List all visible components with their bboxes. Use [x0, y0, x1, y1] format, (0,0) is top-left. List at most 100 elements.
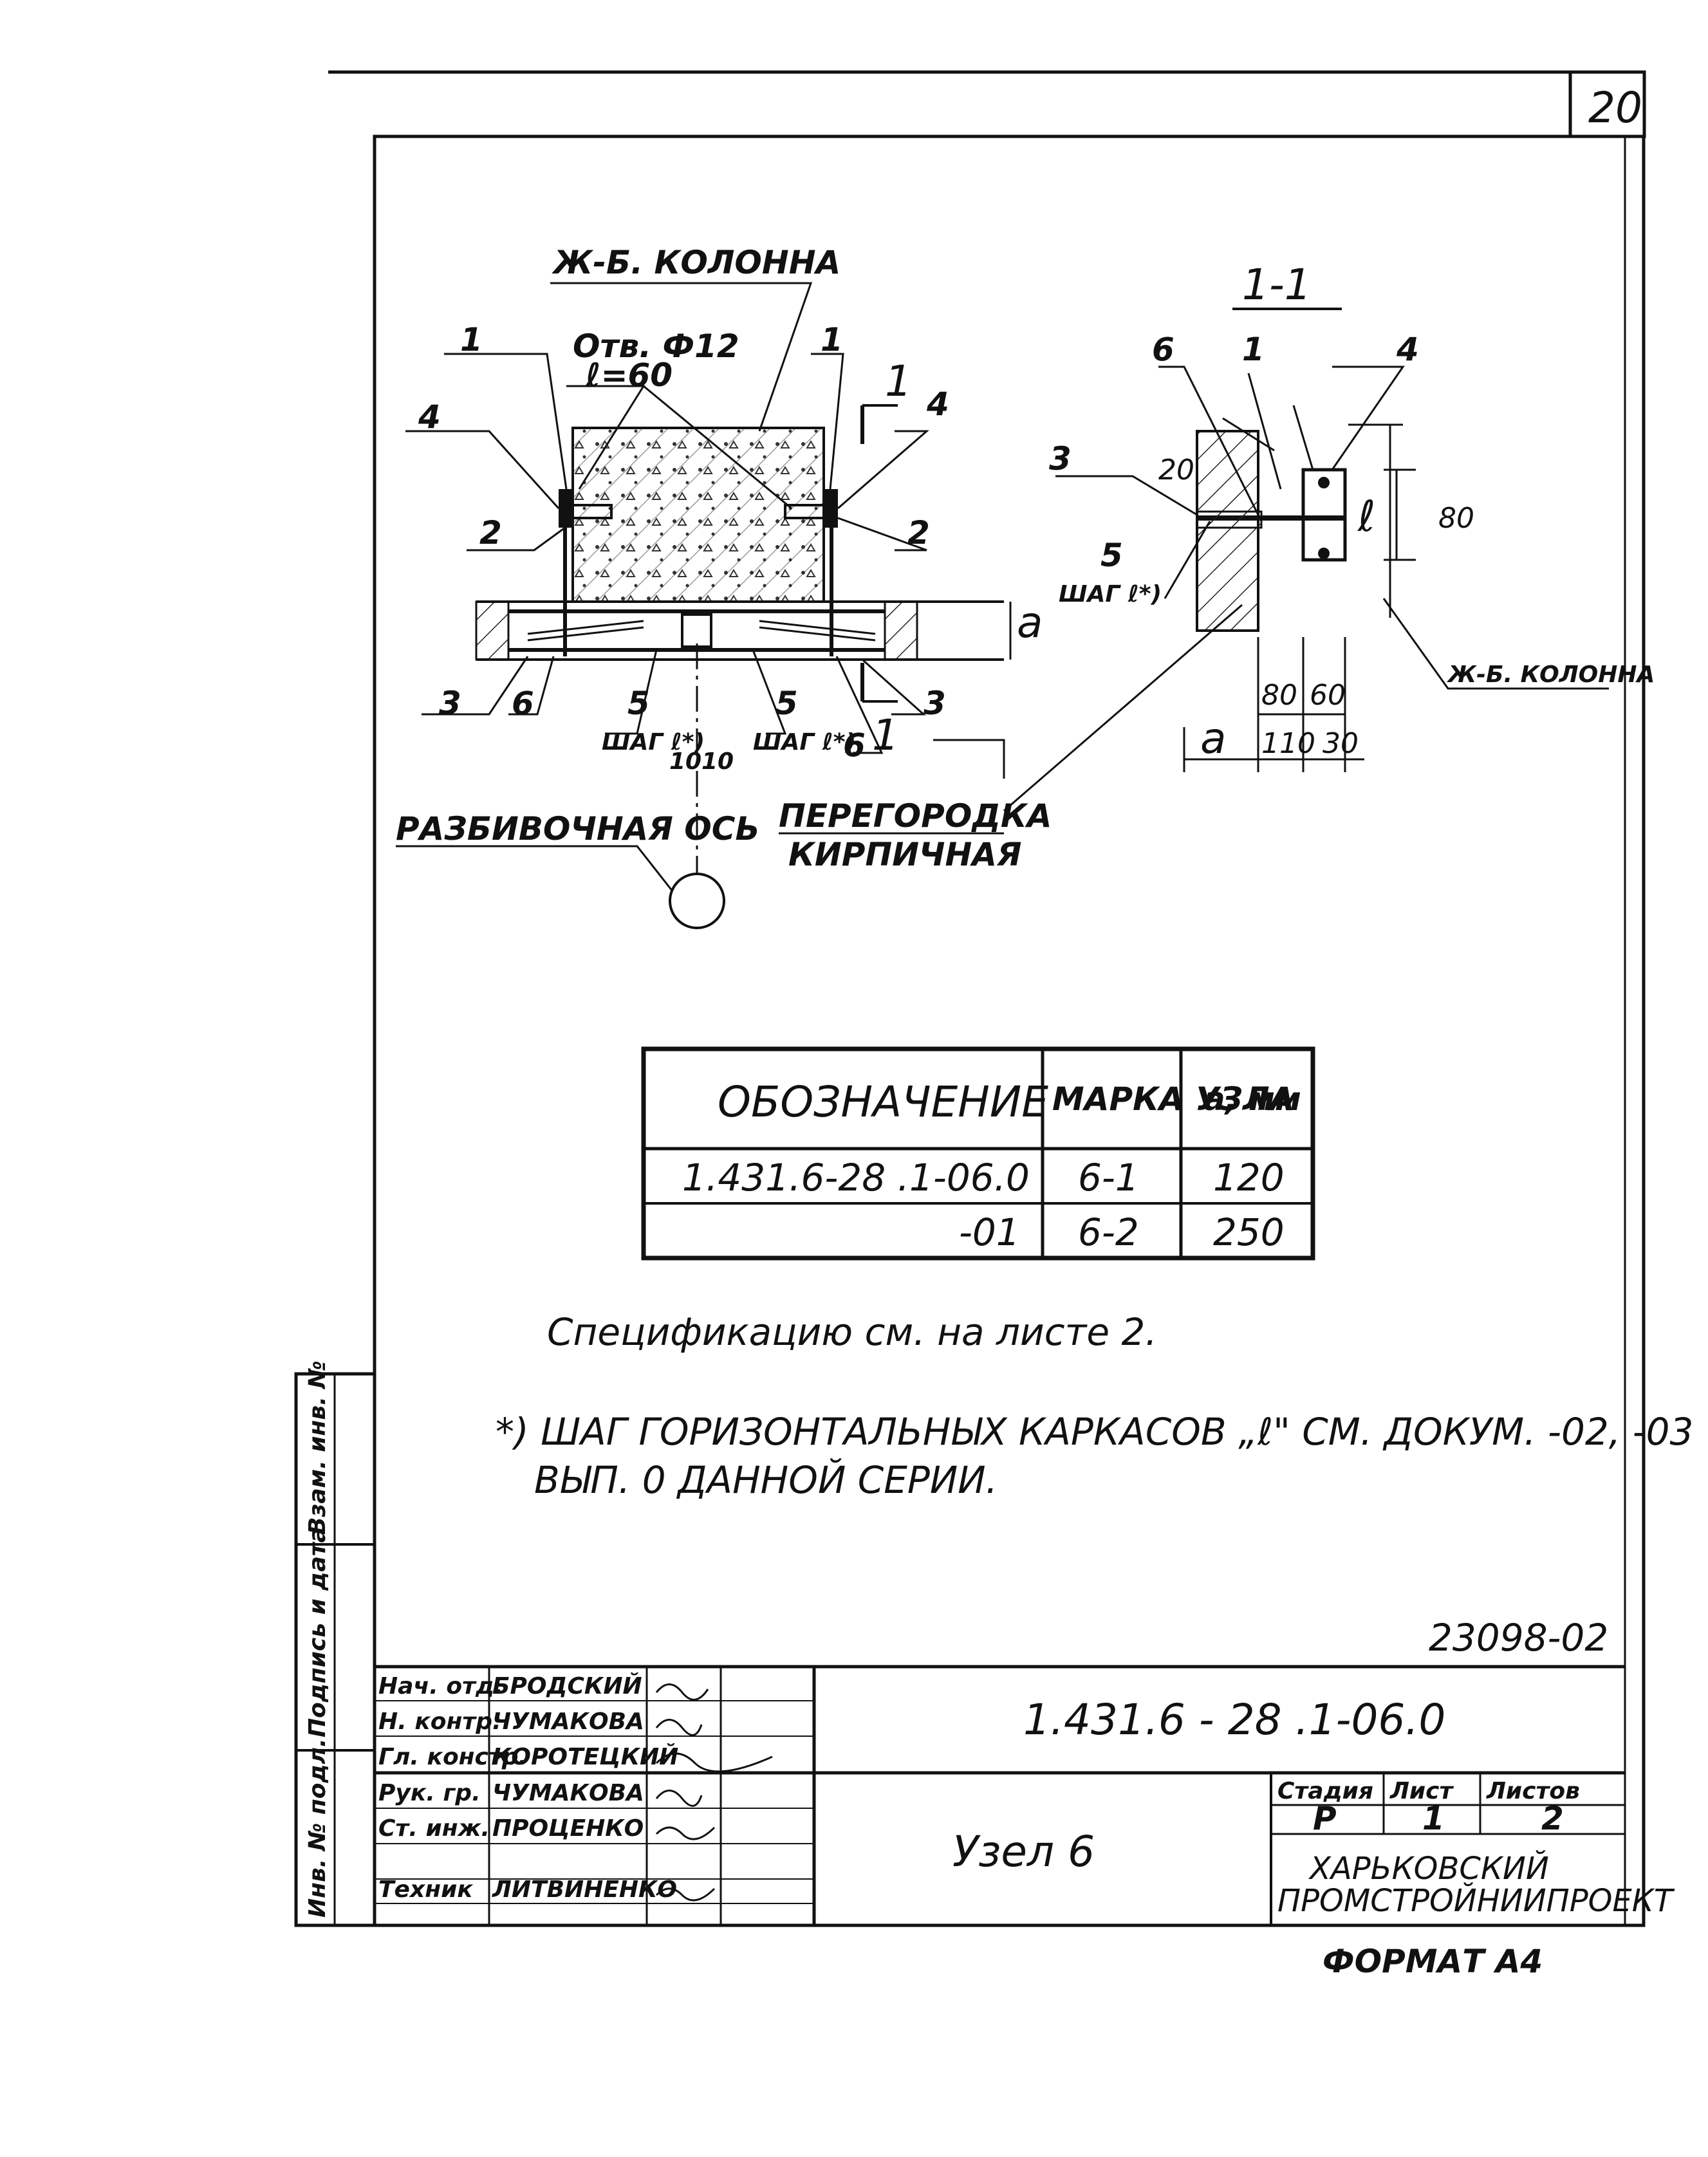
table-header-designation: ОБОЗНАЧЕНИЕ: [718, 1077, 1048, 1127]
pos-3-right: 3: [924, 685, 946, 722]
section-dims: [1055, 366, 1609, 772]
sheet-label: Лист: [1389, 1778, 1454, 1804]
section-mark-bottom: 1: [872, 710, 899, 760]
page-number: 20: [1588, 83, 1642, 133]
partition-line2: КИРПИЧНАЯ: [788, 836, 1022, 873]
sec-column-label: Ж-Б. КОЛОННА: [1446, 662, 1655, 688]
pos-5-right: 5: [775, 685, 798, 722]
axis-circle: [669, 873, 725, 929]
plan-view: [396, 282, 1243, 929]
section-title: 1-1: [1242, 260, 1312, 310]
pos-6-left: 6: [512, 685, 534, 722]
left-col-replace: Взам. инв. №: [304, 1360, 331, 1535]
left-col-sign: Подпись и дата: [304, 1527, 331, 1737]
staff-name-3: КОРОТЕЦКИЙ: [492, 1743, 678, 1770]
sec-pos-1: 1: [1242, 331, 1265, 368]
section-mesh: [1196, 510, 1263, 529]
sec-dim-l: ℓ: [1357, 492, 1375, 541]
section-plate: [1301, 468, 1347, 562]
partition-line1: ПЕРЕГОРОДКА: [779, 797, 1052, 835]
pos-1-right: 1: [821, 321, 843, 358]
spec-note: Спецификацию см. на листе 2.: [547, 1310, 1157, 1354]
section-mark-top: 1: [885, 356, 912, 406]
mesh-left: [527, 620, 876, 642]
pos-5-left: 5: [627, 685, 650, 722]
sec-pos-5: 5: [1100, 537, 1123, 574]
sec-dim-110: 110: [1261, 727, 1315, 760]
column-label: Ж-Б. КОЛОННА: [552, 244, 840, 281]
format-label: ФОРМАТ А4: [1323, 1943, 1543, 1980]
table-cell-a-1: 120: [1213, 1156, 1285, 1199]
table-cell-designation-2: -01: [959, 1210, 1020, 1254]
pos-3-left: 3: [439, 685, 461, 722]
title-block: [375, 1665, 1625, 1925]
node-title: Узел 6: [952, 1827, 1095, 1876]
dim-10-left: 10: [669, 748, 701, 775]
staff-name-5: ПРОЦЕНКО: [492, 1815, 644, 1842]
designation-table: [641, 1046, 1315, 1261]
stage-value: Р: [1313, 1800, 1337, 1837]
staff-role-1: Нач. отд.: [378, 1673, 503, 1699]
sec-dim-a: a: [1200, 714, 1226, 763]
org-line1: ХАРЬКОВСКИЙ: [1308, 1850, 1549, 1887]
staff-role-5: Ст. инж.: [378, 1815, 490, 1842]
sec-dim-80: 80: [1261, 679, 1297, 712]
sheet-value: 1: [1422, 1800, 1445, 1837]
staff-role-3: Гл. констр.: [378, 1744, 527, 1770]
sec-pitch: ШАГ ℓ*): [1059, 581, 1162, 607]
dim-a-plan: a: [1017, 598, 1043, 647]
table-cell-mark-2: 6-2: [1078, 1210, 1139, 1254]
anchor-right: [784, 504, 825, 519]
wall-left-hatch: [475, 600, 510, 661]
staff-role-2: Н. контр.: [378, 1708, 501, 1735]
staff-name-4: ЧУМАКОВА: [492, 1780, 644, 1806]
footnote-line2: ВЫП. 0 ДАННОЙ СЕРИИ.: [534, 1458, 998, 1502]
stage-label: Стадия: [1277, 1778, 1373, 1804]
leaders-plan: [405, 282, 1243, 812]
bolt-bottom: [1318, 548, 1330, 559]
sheets-label: Листов: [1486, 1778, 1580, 1804]
pos-2-right: 2: [907, 514, 930, 551]
sec-pos-3: 3: [1049, 440, 1072, 477]
pos-2-left: 2: [479, 514, 502, 551]
sheets-value: 2: [1541, 1800, 1564, 1837]
section-view: [1055, 308, 1609, 772]
pos-4-right: 4: [926, 385, 949, 423]
staff-role-4: Рук. гр.: [378, 1780, 481, 1806]
pos-6-right: 6: [843, 727, 866, 764]
sec-pos-4: 4: [1396, 331, 1419, 368]
center-bar: [681, 613, 712, 648]
left-stamp-column: [294, 1372, 376, 1927]
wall-right-hatch: [884, 600, 918, 661]
plate-right: [824, 489, 838, 528]
left-col-inv: Инв. № подл.: [304, 1738, 331, 1918]
sec-dim-60: 60: [1310, 679, 1346, 712]
document-designation: 1.431.6 - 28 .1-06.0: [1023, 1695, 1445, 1745]
table-cell-a-2: 250: [1213, 1210, 1285, 1254]
signatures: [655, 1683, 773, 1902]
axis-leader: [396, 845, 674, 892]
section-wall: [1196, 430, 1259, 632]
table-cell-mark-1: 6-1: [1078, 1156, 1139, 1199]
drawing-frame: [373, 134, 1646, 1927]
staff-name-2: ЧУМАКОВА: [492, 1708, 644, 1735]
bolt-top: [1318, 477, 1330, 488]
column-hatch: [573, 428, 824, 602]
table-header-mark: МАРКА УЗЛА: [1052, 1080, 1294, 1118]
pitch-left: ШАГ ℓ*): [602, 729, 705, 755]
sec-dim-80-vert: 80: [1438, 502, 1474, 535]
pos-1-left: 1: [460, 321, 483, 358]
footnote-line1: *) ШАГ ГОРИЗОНТАЛЬНЫХ КАРКАСОВ „ℓ" СМ. Д…: [496, 1410, 1693, 1454]
table-header-a: a, мм: [1203, 1080, 1301, 1118]
staff-role-6: Техник: [378, 1876, 474, 1903]
org-line2: ПРОМСТРОЙНИИПРОЕКТ: [1277, 1882, 1675, 1919]
staff-name-1: БРОДСКИЙ: [492, 1672, 642, 1699]
sec-pos-6: 6: [1152, 331, 1174, 368]
hole-label: Отв. Ф12: [573, 328, 739, 365]
anchor-left: [571, 504, 613, 519]
pitch-right: ШАГ ℓ*): [753, 729, 856, 755]
pos-4-left: 4: [418, 398, 441, 436]
table-cell-designation-1: 1.431.6-28 .1-06.0: [682, 1156, 1030, 1199]
sec-dim-20: 20: [1158, 454, 1194, 486]
